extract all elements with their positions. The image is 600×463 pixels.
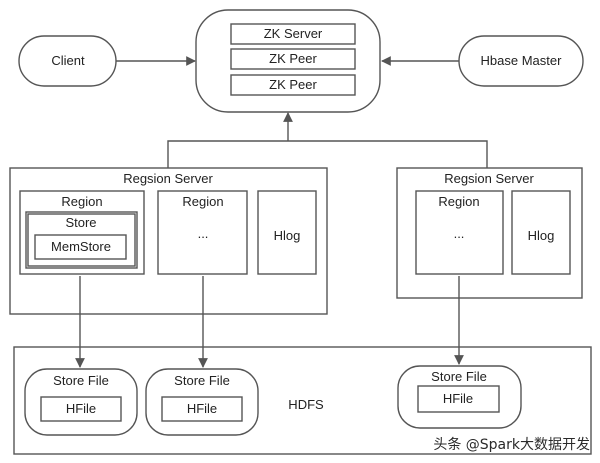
region-a-box [19, 190, 145, 275]
region-servers-connector [167, 140, 488, 168]
store-box-inner [27, 213, 136, 267]
region-server-2-title: Regsion Server [444, 171, 534, 186]
store-file-label-2: Store File [174, 373, 230, 388]
hdfs-box [13, 346, 592, 455]
hfile-box-1 [40, 396, 122, 422]
hlog-label-2: Hlog [527, 228, 555, 243]
hlog-box-1 [257, 190, 317, 275]
store-file-box-3 [397, 365, 522, 429]
zk-peer-label-1: ZK Peer [269, 51, 317, 66]
watermark-text: 头条 @Spark大数据开发 [433, 437, 590, 453]
zk-server-label: ZK Server [263, 26, 323, 41]
hfile-label-1: HFile [65, 401, 97, 416]
region-a-label: Region [61, 194, 103, 209]
memstore-box [34, 234, 127, 260]
hfile-box-3 [417, 385, 500, 413]
region-b-label: Region [182, 194, 224, 209]
store-box [25, 211, 138, 269]
client-label: Client [51, 53, 85, 68]
store-file-box-2 [145, 368, 259, 436]
hlog-box-2 [511, 190, 571, 275]
region-server-1-title: Regsion Server [123, 171, 213, 186]
hfile-label-3: HFile [442, 391, 474, 406]
zk-cluster-box [195, 9, 381, 113]
hbase-master-label: Hbase Master [480, 53, 562, 68]
zk-peer-box-1 [230, 48, 356, 70]
store-file-box-1 [24, 368, 138, 436]
memstore-label: MemStore [51, 239, 111, 254]
region-b-box [157, 190, 248, 275]
region-label-2: Region [438, 194, 480, 209]
hfile-label-2: HFile [186, 401, 218, 416]
region-2-ellipsis: ... [453, 226, 465, 241]
region-server-1-box [9, 167, 328, 315]
zk-peer-box-2 [230, 74, 356, 96]
hlog-label-1: Hlog [273, 228, 301, 243]
hfile-box-2 [161, 396, 243, 422]
store-label: Store [65, 215, 97, 230]
region-box-2 [415, 190, 504, 275]
region-b-ellipsis: ... [197, 226, 209, 241]
store-file-label-3: Store File [431, 369, 487, 384]
zk-server-box [230, 23, 356, 45]
zk-peer-label-2: ZK Peer [269, 77, 317, 92]
store-file-label-1: Store File [53, 373, 109, 388]
hdfs-label: HDFS [288, 397, 324, 412]
region-server-2-box [396, 167, 583, 299]
